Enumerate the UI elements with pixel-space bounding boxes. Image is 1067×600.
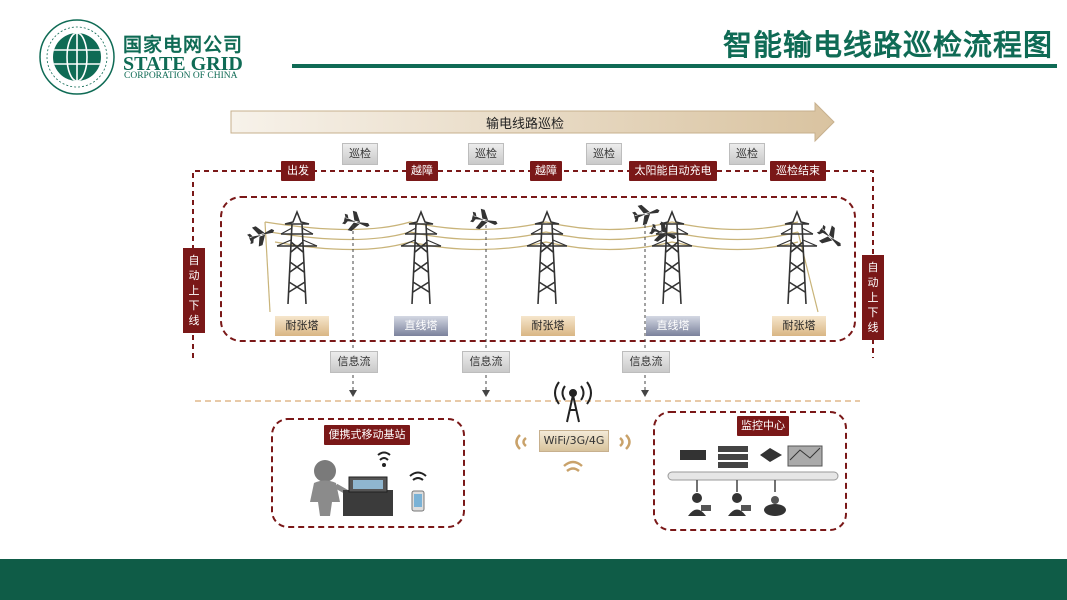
monitoring-equipment-icon <box>667 445 839 516</box>
side-label-left: 自动上下线 <box>183 248 205 333</box>
wireless-signal-icon <box>515 434 631 473</box>
smartphone-icon <box>409 471 427 512</box>
stage-label-obstacle-1: 越障 <box>406 161 438 181</box>
patrol-label: 巡检 <box>468 143 504 165</box>
page-title: 智能输电线路巡检流程图 <box>722 28 1053 62</box>
info-flow-label: 信息流 <box>462 351 510 373</box>
footer-bar <box>0 559 1067 600</box>
patrol-label: 巡检 <box>586 143 622 165</box>
signal-tower-icon <box>554 381 592 423</box>
tower-label-tension: 耐张塔 <box>521 316 575 336</box>
company-name-sub: CORPORATION OF CHINA <box>124 71 238 81</box>
mobile-station-label: 便携式移动基站 <box>324 425 410 445</box>
title-rule <box>292 64 1057 68</box>
progress-arrow <box>230 101 835 143</box>
tower-label-straight: 直线塔 <box>394 316 448 336</box>
stage-label-solar-charging: 太阳能自动充电 <box>629 161 717 181</box>
info-flow-label: 信息流 <box>622 351 670 373</box>
state-grid-logo-icon <box>39 19 115 95</box>
mobile-station-box <box>271 418 465 528</box>
monitor-center-label: 监控中心 <box>737 416 789 436</box>
stage-label-depart: 出发 <box>281 161 315 181</box>
patrol-arrow-label: 输电线路巡检 <box>485 117 564 132</box>
patrol-label: 巡检 <box>729 143 765 165</box>
info-flow-label: 信息流 <box>330 351 378 373</box>
patrol-label: 巡检 <box>342 143 378 165</box>
tower-label-straight: 直线塔 <box>646 316 700 336</box>
company-name-en: STATE GRID <box>123 53 243 75</box>
tower-label-tension: 耐张塔 <box>772 316 826 336</box>
stage-label-patrol-end: 巡检结束 <box>770 161 826 181</box>
side-label-left-text: 自动上下线 <box>188 254 200 327</box>
stage-label-obstacle-2: 越障 <box>530 161 562 181</box>
network-label: WiFi/3G/4G <box>539 430 609 452</box>
company-name-cn: 国家电网公司 <box>123 34 244 56</box>
side-label-right: 自动上下线 <box>862 255 884 340</box>
tower-label-tension: 耐张塔 <box>275 316 329 336</box>
side-label-right-text: 自动上下线 <box>867 261 879 334</box>
base-station-icon <box>343 451 393 516</box>
monitor-center-box <box>653 411 847 531</box>
